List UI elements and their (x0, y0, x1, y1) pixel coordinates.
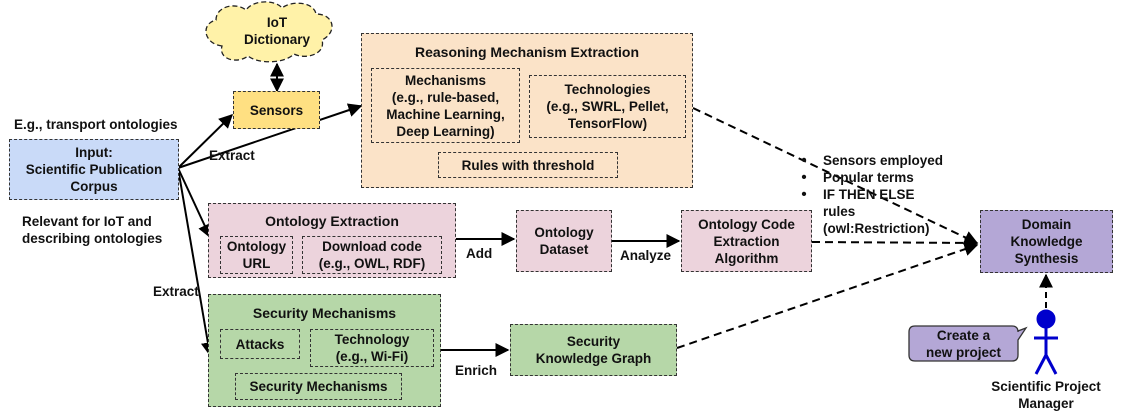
bullet-item-continued: (owl:Restriction) (823, 221, 930, 236)
callout-bubble (908, 325, 1028, 362)
arrow-input-security (177, 167, 215, 357)
analyze-label: Analyze (620, 248, 672, 263)
attacks-label: Attacks (235, 336, 285, 352)
reasoning-extraction-box: Reasoning Mechanism Extraction Mechanism… (361, 33, 693, 188)
input-title: Input: (75, 145, 113, 160)
input-line2: Scientific Publication (25, 162, 163, 177)
bullet-item-continued: rules (823, 204, 856, 219)
ontology-title: Ontology Extraction (265, 213, 399, 229)
extract-top-label: Extract (209, 148, 255, 163)
download-code-box: Download code(e.g., OWL, RDF) (302, 236, 442, 274)
sensors-label: Sensors (249, 102, 304, 118)
rules-label: Rules with threshold (461, 157, 595, 173)
inner-security-mechanisms-box: Security Mechanisms (235, 373, 402, 400)
mechanisms-box: Mechanisms(e.g., rule-based, Machine Lea… (371, 68, 520, 143)
inner-security-mechanisms-label: Security Mechanisms (249, 379, 388, 394)
bullet-item: •Sensors employed (801, 152, 944, 169)
arrow-input-reasoning (177, 103, 363, 169)
attacks-box: Attacks (220, 329, 300, 359)
findings-bullet-list: •Sensors employed •Popular terms •IF THE… (790, 152, 943, 237)
add-label: Add (466, 246, 493, 261)
dashed-reasoning-synthesis (692, 107, 979, 244)
arrow-input-sensors (177, 114, 233, 169)
extract-bottom-label: Extract (153, 284, 199, 299)
enrich-label: Enrich (455, 363, 498, 378)
dashed-algorithm-synthesis (811, 235, 979, 250)
security-title: Security Mechanisms (252, 305, 397, 321)
dashed-graph-synthesis (676, 242, 979, 349)
security-mechanisms-box: Security Mechanisms Attacks Technology(e… (208, 294, 441, 407)
person-icon (1034, 309, 1058, 375)
bullet-item: •Popular terms (801, 169, 914, 186)
bullet-item: •IF THEN ELSE (801, 186, 915, 203)
input-line3: Corpus (70, 179, 118, 194)
transport-label: E.g., transport ontologies (14, 117, 178, 132)
iot-dictionary-cloud (205, 1, 333, 63)
rules-box: Rules with threshold (438, 152, 618, 178)
technologies-box: Technologies(e.g., SWRL, Pellet, TensorF… (529, 75, 686, 138)
technology-box: Technology(e.g., Wi-Fi) (310, 329, 434, 367)
sensors-box: Sensors (233, 91, 320, 129)
reasoning-title: Reasoning Mechanism Extraction (414, 44, 640, 60)
arrow-input-ontology (177, 167, 212, 239)
input-box: Input: Scientific Publication Corpus (9, 139, 179, 200)
